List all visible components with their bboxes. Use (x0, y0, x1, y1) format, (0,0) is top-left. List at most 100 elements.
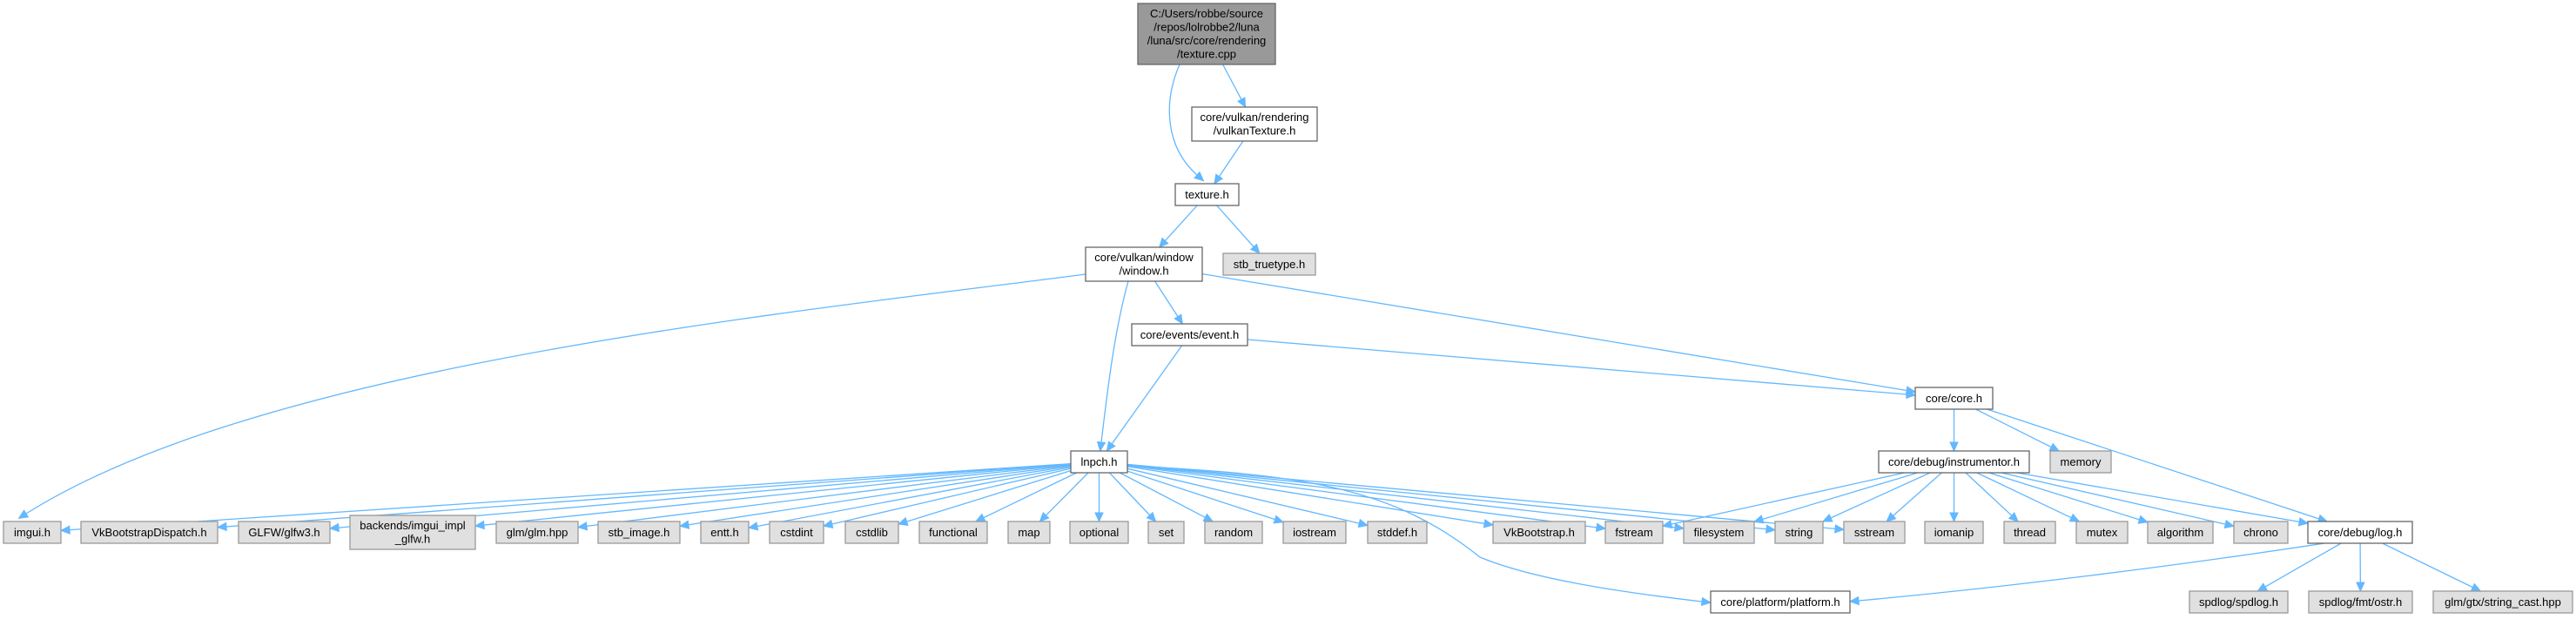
node-box (1878, 450, 2030, 474)
node-box (238, 521, 331, 544)
edge-instrumentor_h-to-algorithm-arrowhead (2137, 515, 2149, 524)
node-box (700, 521, 750, 544)
edge-instrumentor_h-to-string (1821, 472, 1931, 522)
node-label: cstdint (780, 526, 813, 539)
node-log-h[interactable]: core/debug/log.h (2307, 521, 2413, 544)
node-texture-h[interactable]: texture.h (1174, 183, 1240, 206)
node-core-h[interactable]: core/core.h (1914, 387, 1994, 410)
edge-instrumentor_h-to-thread-line (1965, 472, 2013, 516)
edge-lnpch_h-to-stb_image_h-line (688, 465, 1072, 526)
node-chrono: chrono (2233, 521, 2289, 544)
node-cstdlib: cstdlib (844, 521, 899, 544)
node-platform-h[interactable]: core/platform/platform.h (1710, 590, 1851, 614)
node-label: iomanip (1934, 526, 1974, 539)
edge-window_h-to-event_h-arrowhead (1174, 313, 1184, 326)
node-lnpch-h[interactable]: lnpch.h (1070, 450, 1128, 474)
edge-lnpch_h-to-cstdint-line (831, 468, 1072, 525)
edge-vulkanTexture_h-to-texture_h-arrowhead (1214, 173, 1224, 185)
node-label: stb_image.h (609, 526, 670, 539)
edge-lnpch_h-to-VkBootstrap_h-line (1127, 466, 1485, 525)
node-window-h[interactable]: core/vulkan/window/window.h (1085, 246, 1203, 282)
node-box (844, 521, 899, 544)
node-label: map (1018, 526, 1039, 539)
edge-texture_h-to-window_h-line (1164, 205, 1198, 242)
edge-texture_cpp-to-texture_h-arrowhead (1194, 171, 1205, 182)
edge-instrumentor_h-to-string-line (1830, 472, 1931, 519)
edge-log_h-to-spdlog_h-line (2264, 542, 2342, 588)
node-label: lnpch.h (1081, 455, 1118, 468)
node-box (1924, 521, 1984, 544)
edge-lnpch_h-to-string-line (1127, 464, 1767, 530)
node-label: backends/imgui_impl (360, 519, 466, 532)
node-event-h[interactable]: core/events/event.h (1131, 323, 1248, 347)
node-instrumentor-h[interactable]: core/debug/instrumentor.h (1878, 450, 2030, 474)
edge-window_h-to-event_h-line (1154, 280, 1179, 317)
edge-core_h-to-memory-arrowhead (2048, 442, 2061, 452)
edge-lnpch_h-to-glm_hpp-line (586, 464, 1072, 528)
edge-instrumentor_h-to-sstream-line (1893, 472, 1942, 516)
node-box (1085, 246, 1203, 282)
edge-event_h-to-core_h (1247, 339, 1917, 400)
edge-instrumentor_h-to-log_h-line (2016, 472, 2300, 523)
edge-lnpch_h-to-stddef_h-line (1127, 468, 1360, 524)
edge-lnpch_h-to-set-line (1108, 472, 1151, 516)
edge-lnpch_h-to-cstdint (822, 468, 1072, 529)
node-label: core/core.h (1926, 392, 1982, 405)
node-cstdint: cstdint (769, 521, 824, 544)
edge-lnpch_h-to-glm_hpp (576, 464, 1072, 531)
node-label: texture.h (1185, 188, 1229, 201)
node-memory: memory (2049, 450, 2112, 474)
node-label: chrono (2243, 526, 2278, 539)
edge-event_h-to-lnpch_h-line (1111, 345, 1183, 445)
node-box (1367, 521, 1428, 544)
node-box (1147, 521, 1185, 544)
node-label: _glfw.h (394, 533, 430, 546)
node-label: stb_truetype.h (1234, 258, 1305, 271)
edge-instrumentor_h-to-thread-arrowhead (2008, 511, 2019, 522)
node-box (2307, 521, 2413, 544)
edge-lnpch_h-to-VkBootstrap_h-arrowhead (1483, 519, 1495, 528)
node-box (2189, 590, 2289, 614)
node-texture-cpp[interactable]: C:/Users/robbe/source/repos/lolrobbe2/lu… (1137, 3, 1276, 65)
edge-instrumentor_h-to-log_h-arrowhead (2297, 517, 2310, 527)
edge-texture_cpp-to-texture_h-line (1168, 64, 1198, 176)
edge-log_h-to-string_cast_hpp (2382, 542, 2482, 592)
edge-texture_h-to-stb_truetype_h-line (1216, 205, 1254, 247)
edge-window_h-to-event_h (1154, 280, 1184, 326)
edge-lnpch_h-to-fstream-line (1127, 465, 1597, 528)
edge-texture_h-to-stb_truetype_h (1216, 205, 1261, 254)
node-box (1069, 521, 1129, 544)
node-label: optional (1079, 526, 1120, 539)
edge-instrumentor_h-to-chrono (2001, 472, 2236, 529)
node-imgui-impl-glfw-h: backends/imgui_impl_glfw.h (349, 515, 476, 550)
edge-lnpch_h-to-sstream-line (1127, 463, 1836, 530)
node-vulkanTexture-h[interactable]: core/vulkan/rendering/vulkanTexture.h (1191, 106, 1318, 142)
edge-lnpch_h-to-optional (1094, 473, 1104, 523)
node-stddef-h: stddef.h (1367, 521, 1428, 544)
node-box (1914, 387, 1994, 410)
edge-core_h-to-log_h-line (1987, 408, 2319, 520)
edge-vulkanTexture_h-to-texture_h-line (1218, 140, 1244, 178)
edge-lnpch_h-to-imgui_h-arrowhead (59, 525, 71, 535)
edge-lnpch_h-to-random-line (1120, 472, 1206, 518)
edge-log_h-to-platform_h-line (1858, 542, 2325, 602)
node-box (1710, 590, 1851, 614)
node-label: string (1786, 526, 1813, 539)
edges-layer (17, 64, 2482, 607)
edge-instrumentor_h-to-fstream-line (1671, 472, 1905, 525)
edge-instrumentor_h-to-algorithm-line (1988, 472, 2140, 521)
node-box (1843, 521, 1906, 544)
node-iostream: iostream (1282, 521, 1347, 544)
node-label: core/debug/instrumentor.h (1888, 455, 2020, 468)
node-box (1131, 323, 1248, 347)
edge-window_h-to-imgui_h (17, 273, 1086, 519)
edge-lnpch_h-to-map (1039, 472, 1089, 522)
node-label: functional (929, 526, 978, 539)
edge-instrumentor_h-to-fstream-arrowhead (1661, 519, 1673, 529)
node-box (1222, 252, 1316, 276)
node-label: core/debug/log.h (2318, 526, 2403, 539)
edge-instrumentor_h-to-mutex-line (1976, 472, 2072, 519)
node-label: glm/glm.hpp (507, 526, 568, 539)
edge-window_h-to-imgui_h-arrowhead (17, 509, 30, 519)
